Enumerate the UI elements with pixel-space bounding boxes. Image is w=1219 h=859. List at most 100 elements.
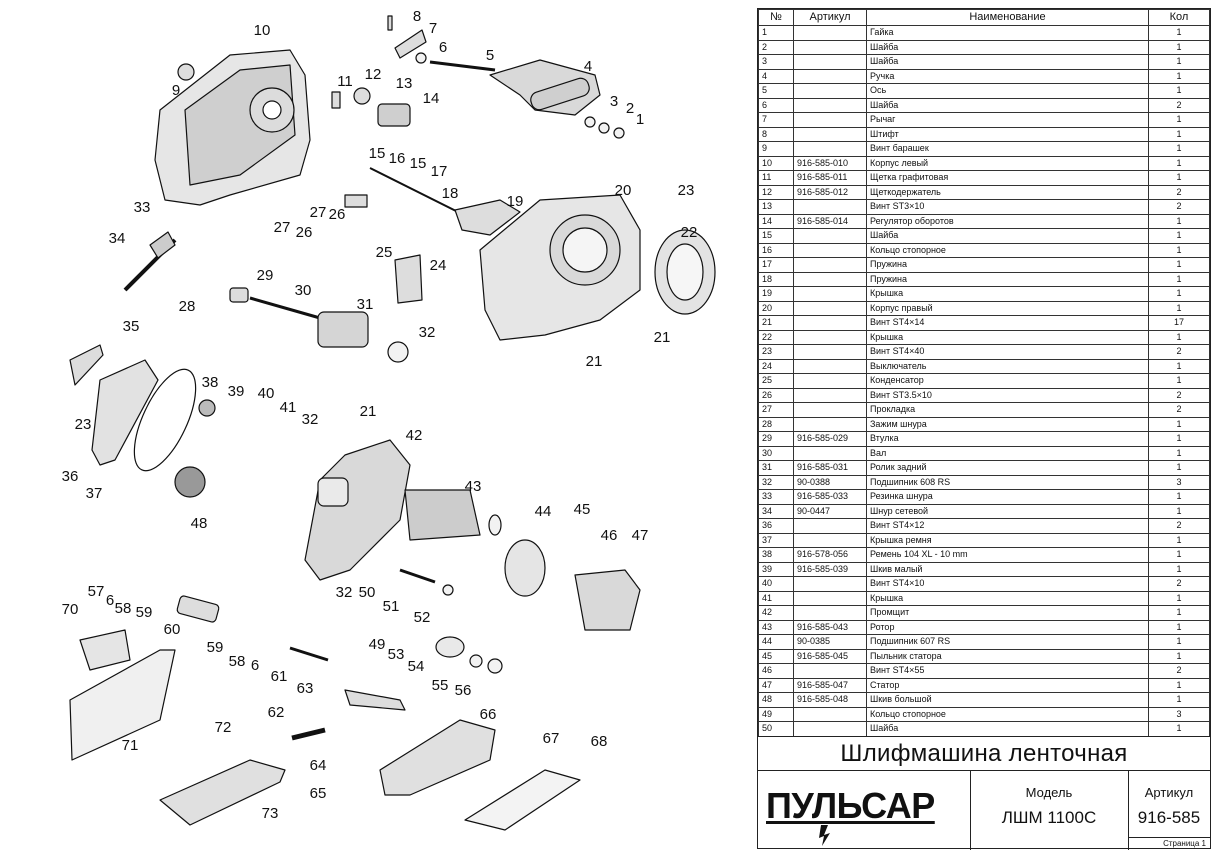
callout: 35 (123, 318, 140, 335)
article-cell: Артикул 916-585 (1128, 771, 1210, 850)
cell-article: 916-585-048 (793, 692, 867, 708)
callout: 15 (410, 155, 427, 172)
callout: 4 (584, 58, 592, 75)
cell-article (793, 286, 867, 302)
callout: 39 (228, 383, 245, 400)
cell-quantity: 1 (1148, 416, 1210, 432)
column-header-number: № (758, 9, 794, 26)
cell-name: Щеткодержатель (866, 184, 1149, 200)
cell-quantity: 1 (1148, 25, 1210, 41)
callout: 55 (432, 677, 449, 694)
cell-quantity: 1 (1148, 155, 1210, 171)
cell-article: 916-585-011 (793, 170, 867, 186)
cell-quantity: 1 (1148, 68, 1210, 84)
cell-number: 31 (758, 460, 794, 476)
cell-quantity: 2 (1148, 199, 1210, 215)
cell-quantity: 1 (1148, 213, 1210, 229)
cell-quantity: 1 (1148, 257, 1210, 273)
column-header-article: Артикул (793, 9, 867, 26)
cell-quantity: 3 (1148, 706, 1210, 722)
cell-article (793, 315, 867, 331)
cell-article (793, 605, 867, 621)
lightning-icon (819, 825, 830, 846)
cell-number: 23 (758, 344, 794, 360)
callout: 22 (681, 224, 698, 241)
cell-name: Шайба (866, 97, 1149, 113)
cell-number: 44 (758, 634, 794, 650)
cell-name: Корпус левый (866, 155, 1149, 171)
callout: 41 (280, 399, 297, 416)
cell-number: 3 (758, 54, 794, 70)
callout: 31 (357, 296, 374, 313)
cell-article (793, 402, 867, 418)
cell-name: Винт ST3×10 (866, 199, 1149, 215)
callout: 57 (88, 583, 105, 600)
callout: 1 (636, 111, 644, 128)
cell-name: Статор (866, 677, 1149, 693)
cell-number: 34 (758, 503, 794, 519)
cell-number: 12 (758, 184, 794, 200)
callout: 27 (310, 204, 327, 221)
cell-name: Рычаг (866, 112, 1149, 128)
cell-quantity: 1 (1148, 445, 1210, 461)
cell-number: 43 (758, 619, 794, 635)
exploded-view-drawing: 1 2 3 4 5 6 7 8 9 10 11 12 13 14 15 15 1… (62, 8, 716, 831)
callout: 58 (115, 600, 132, 617)
cell-article: 916-585-039 (793, 561, 867, 577)
cell-article (793, 257, 867, 273)
cell-quantity: 2 (1148, 184, 1210, 200)
callout: 46 (601, 527, 618, 544)
callout: 40 (258, 385, 275, 402)
table-header-row: № Артикул Наименование Кол (758, 9, 1210, 26)
cell-number: 29 (758, 431, 794, 447)
callout: 42 (406, 427, 423, 444)
callout: 13 (396, 75, 413, 92)
callout: 16 (389, 150, 406, 167)
callout: 10 (254, 22, 271, 39)
cell-name: Крышка ремня (866, 532, 1149, 548)
callout: 21 (654, 329, 671, 346)
cell-number: 45 (758, 648, 794, 664)
cell-name: Выключатель (866, 358, 1149, 374)
callout: 48 (191, 515, 208, 532)
cell-number: 7 (758, 112, 794, 128)
callout: 67 (543, 730, 560, 747)
cell-number: 36 (758, 518, 794, 534)
cell-article (793, 25, 867, 41)
cell-number: 38 (758, 547, 794, 563)
callout: 32 (336, 584, 353, 601)
cell-article (793, 228, 867, 244)
callout: 27 (274, 219, 291, 236)
cell-article: 90-0388 (793, 474, 867, 490)
cell-quantity: 1 (1148, 619, 1210, 635)
cell-article (793, 387, 867, 403)
cell-article: 916-585-029 (793, 431, 867, 447)
callout: 59 (207, 639, 224, 656)
cell-number: 37 (758, 532, 794, 548)
cell-number: 46 (758, 663, 794, 679)
model-value: ЛШМ 1100С (1001, 808, 1097, 827)
callout: 50 (359, 584, 376, 601)
cell-article (793, 518, 867, 534)
cell-number: 4 (758, 68, 794, 84)
callout: 5 (486, 47, 494, 64)
cell-quantity: 1 (1148, 242, 1210, 258)
callout: 9 (172, 82, 180, 99)
cell-number: 11 (758, 170, 794, 186)
callout: 49 (369, 636, 386, 653)
page-label: Страница 1 (1163, 839, 1206, 848)
callout: 21 (360, 403, 377, 420)
